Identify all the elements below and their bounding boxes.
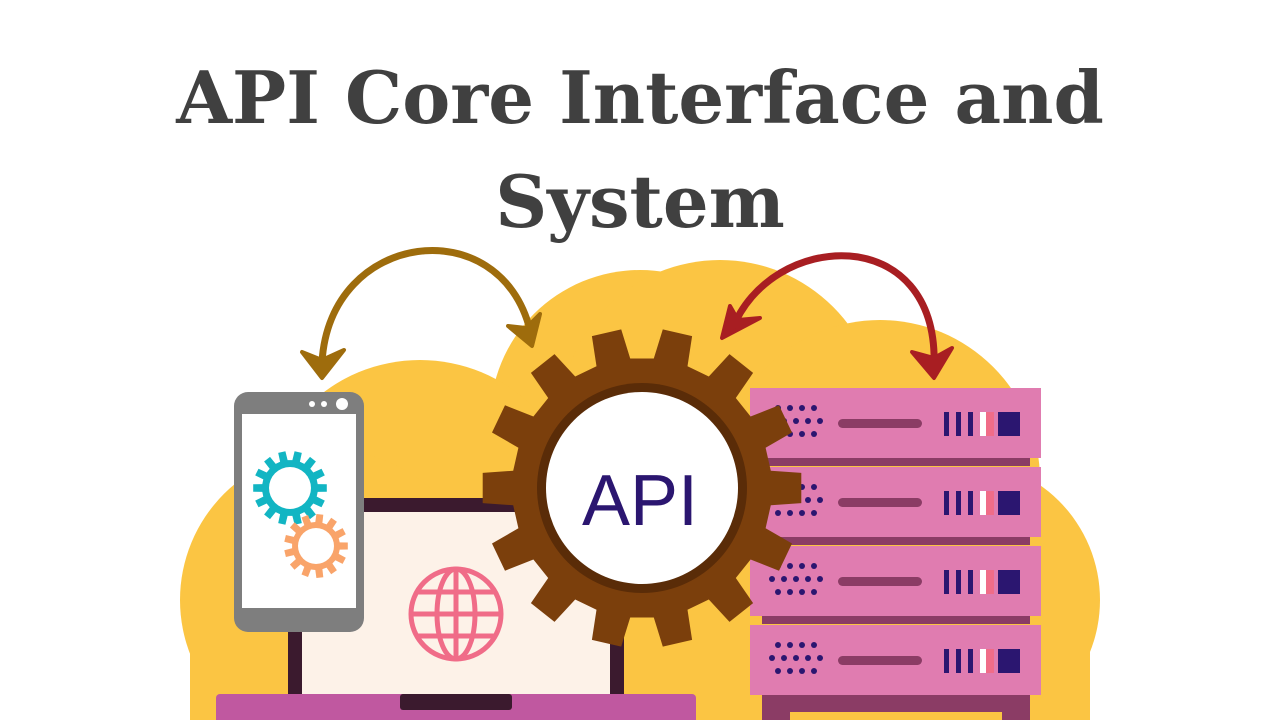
exchange-arrow-left — [300, 247, 542, 380]
gear-hole — [269, 467, 311, 509]
server-unit — [750, 625, 1041, 703]
exchange-arrow-right — [720, 252, 954, 380]
gear-hole — [298, 528, 334, 564]
api-label: API — [582, 461, 698, 541]
gear-icon — [284, 514, 348, 578]
api-gear-center — [546, 392, 738, 584]
server-rack — [750, 388, 1041, 720]
globe-icon — [408, 566, 504, 662]
server-unit — [750, 388, 1041, 466]
server-unit — [750, 546, 1041, 624]
gear-icon — [253, 451, 327, 525]
